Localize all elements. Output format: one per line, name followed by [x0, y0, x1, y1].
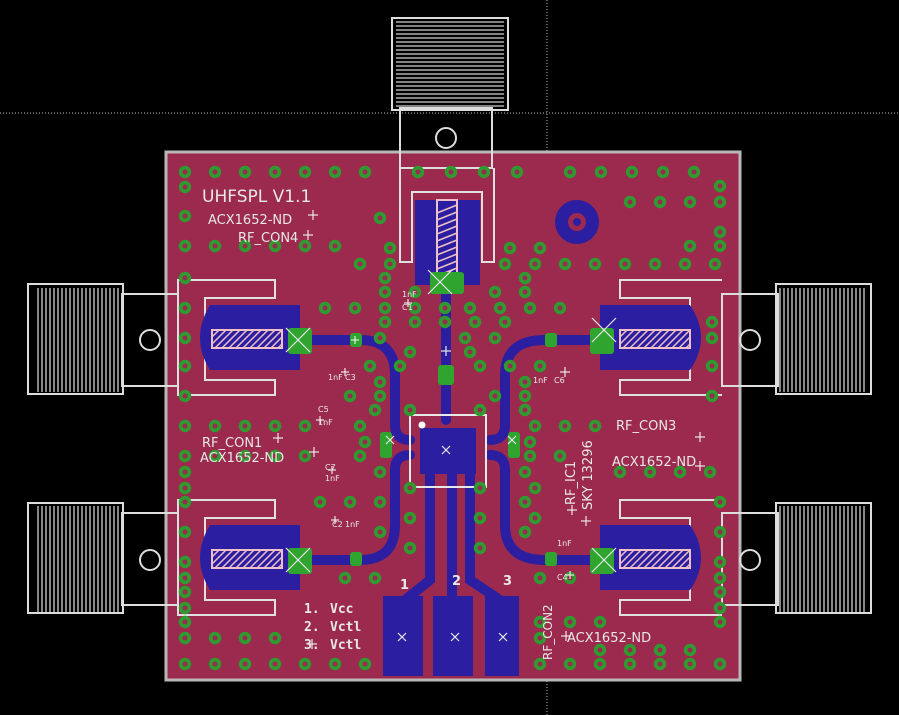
c7-value: 1nF — [325, 474, 340, 483]
pin-3-label: 3 — [503, 574, 512, 589]
c4-label: C4 — [557, 573, 568, 582]
pin-legend-2-num: 2. — [304, 620, 320, 635]
mounting-hole[interactable] — [555, 200, 599, 244]
board-title: UHFSPL V1.1 — [202, 187, 311, 207]
c1-label: C1 — [402, 303, 413, 312]
c5-value: 1nF — [318, 418, 333, 427]
connector-top[interactable] — [391, 17, 509, 169]
pad-markers — [273, 210, 705, 649]
rf-ic1-footprint[interactable] — [409, 414, 487, 488]
c7-label: C7 — [325, 463, 336, 472]
c3-label: C3 — [345, 373, 356, 382]
con1-name-label: RF_CON1 — [202, 436, 262, 451]
con2-name-label: RF_CON2 — [541, 604, 555, 660]
c6-value: 1nF — [533, 376, 548, 385]
c2-label: C2 — [332, 520, 343, 529]
c4-value: 1nF — [557, 539, 572, 548]
rf-traces[interactable] — [295, 280, 605, 605]
pin-legend-2-name: Vctl — [330, 620, 361, 635]
connector-pads[interactable] — [200, 200, 701, 676]
con4-name-label: RF_CON4 — [238, 231, 298, 246]
pin-legend-3-name: Vctl — [330, 638, 361, 653]
con2-part-label: ACX1652-ND — [567, 631, 651, 646]
c6-label: C6 — [554, 376, 565, 385]
c1-value: 1nF — [402, 290, 417, 299]
connector-right-top[interactable] — [721, 283, 872, 395]
con1-part-label: ACX1652-ND — [200, 451, 284, 466]
ic-name-label: RF_IC1 — [564, 461, 579, 505]
pin-2-label: 2 — [452, 574, 461, 589]
c2-value: 1nF — [345, 520, 360, 529]
pin-legend-1-name: Vcc — [330, 602, 353, 617]
pin-legend-1-num: 1. — [304, 602, 320, 617]
pin-legend: 1. Vcc 2. Vctl 3. Vctl — [304, 602, 361, 653]
connector-right-bottom[interactable] — [721, 502, 872, 614]
con3-name-label: RF_CON3 — [616, 419, 676, 434]
via-grid[interactable] — [178, 165, 727, 671]
c5-label: C5 — [318, 405, 329, 414]
ic-part-label: SKY 13296 — [581, 440, 596, 510]
con4-part-label: ACX1652-ND — [208, 213, 292, 228]
c3-value: 1nF — [328, 373, 343, 382]
con3-part-label: ACX1652-ND — [612, 455, 696, 470]
pin-1-label: 1 — [400, 578, 409, 593]
